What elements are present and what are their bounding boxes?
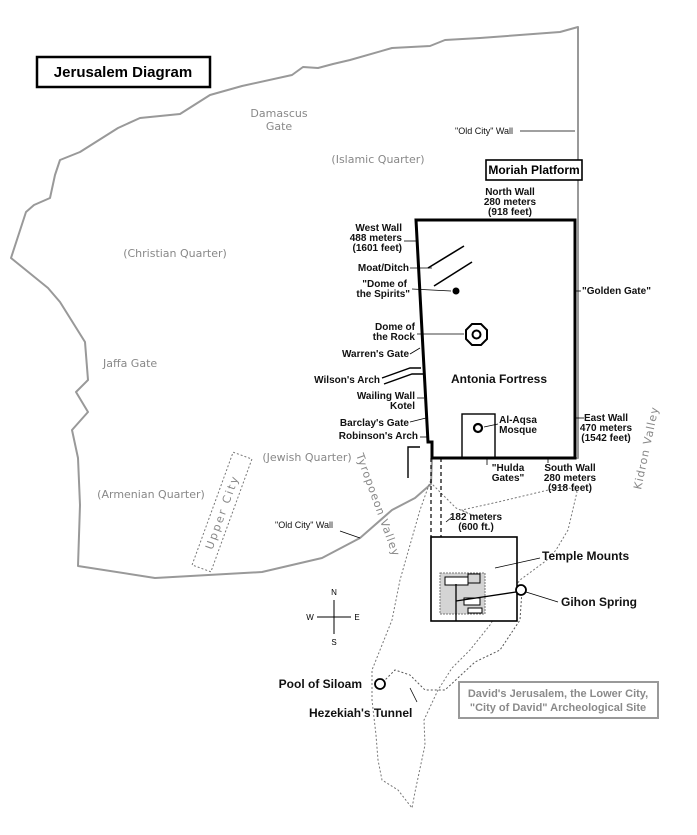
north-wall-meters: 280 meters [484,197,537,208]
title-box [35,55,212,89]
al-aqsa-label-2: Mosque [499,425,537,436]
old-city-wall-label-top: "Old City" Wall [455,126,513,136]
barclays-gate-label: Barclay's Gate [340,418,410,429]
dome-rock-label-1: Dome of [375,322,416,333]
dome-spirits-label-2: the Spirits" [356,289,410,300]
wailing-wall-label: Wailing Wall [357,391,415,402]
map-title: Jerusalem Diagram [54,64,192,81]
old-city-wall [10,26,579,579]
robinsons-arch-mark [407,446,420,478]
christian-quarter-label: (Christian Quarter) [123,247,227,260]
east-wall-label: East Wall [584,413,628,424]
south-wall-feet: (918 feet) [548,483,592,494]
kotel-label: Kotel [390,401,415,412]
damascus-gate-label-1: Damascus [250,107,307,120]
al-aqsa-label-1: Al-Aqsa [499,415,537,426]
moriah-platform-label: Moriah Platform [488,163,579,177]
moat-line-1 [427,245,465,269]
hezekiahs-tunnel-label: Hezekiah's Tunnel [309,706,412,720]
west-wall-feet: (1601 feet) [353,243,402,254]
moat-line-2 [433,261,473,287]
gihon-spring-marker [515,584,527,596]
dome-rock-label-2: the Rock [373,332,416,343]
compass: N S E W [306,588,359,647]
west-wall-meters: 488 meters [350,233,403,244]
dome-of-rock-marker [465,323,488,346]
south-wall-label: South Wall [544,463,596,474]
compass-west: W [306,613,314,622]
old-city-wall-label-bottom: "Old City" Wall [275,520,333,530]
east-wall-feet: (1542 feet) [581,433,630,444]
hulda-gates-label-2: Gates" [492,473,525,484]
lower-city-outline [371,481,578,810]
lower-city-note-box [458,681,659,719]
compass-south: S [331,638,336,647]
kidron-valley-label: Kidron Valley [631,405,661,490]
damascus-gate-label-2: Gate [266,120,293,133]
tyropoeon-valley-label: Tyropoeon Valley [353,451,403,559]
lower-city-note-1: David's Jerusalem, the Lower City, [468,688,648,700]
compass-east: E [354,613,359,622]
dome-spirits-label-1: "Dome of [362,279,407,290]
jaffa-gate-label: Jaffa Gate [102,357,157,370]
wilsons-arch-mark-2 [383,373,423,385]
lower-city-note-2: "City of David" Archeological Site [470,702,646,714]
upper-city-box: Upper City [191,451,253,573]
north-wall-feet: (918 feet) [488,207,532,218]
wilsons-arch-mark-1 [381,367,421,379]
warrens-gate-label: Warren's Gate [342,349,409,360]
al-aqsa-marker [472,422,484,434]
dome-of-spirits-marker [452,287,460,295]
east-wall-meters: 470 meters [580,423,633,434]
distance-meters-label: 182 meters [450,512,503,523]
golden-gate-label: "Golden Gate" [582,286,651,297]
compass-north: N [331,588,337,597]
jewish-quarter-label: (Jewish Quarter) [262,451,351,464]
south-wall-meters: 280 meters [544,473,597,484]
islamic-quarter-label: (Islamic Quarter) [331,153,424,166]
temple-mounts-label: Temple Mounts [542,549,629,563]
pool-of-siloam-label: Pool of Siloam [279,677,362,691]
robinsons-arch-label: Robinson's Arch [339,431,418,442]
pool-of-siloam-marker [374,678,386,690]
temple-platform-walls [414,218,577,460]
north-wall-label: North Wall [485,187,535,198]
moriah-platform-box [485,159,583,181]
al-aqsa-box [461,413,496,459]
hulda-gates-label-1: "Hulda [492,463,525,474]
west-wall-label: West Wall [355,223,402,234]
gihon-spring-label: Gihon Spring [561,595,637,609]
distance-feet-label: (600 ft.) [458,522,494,533]
armenian-quarter-label: (Armenian Quarter) [97,488,205,501]
wilsons-arch-label: Wilson's Arch [314,375,380,386]
moat-label: Moat/Ditch [358,263,409,274]
antonia-fortress-label: Antonia Fortress [451,372,547,386]
